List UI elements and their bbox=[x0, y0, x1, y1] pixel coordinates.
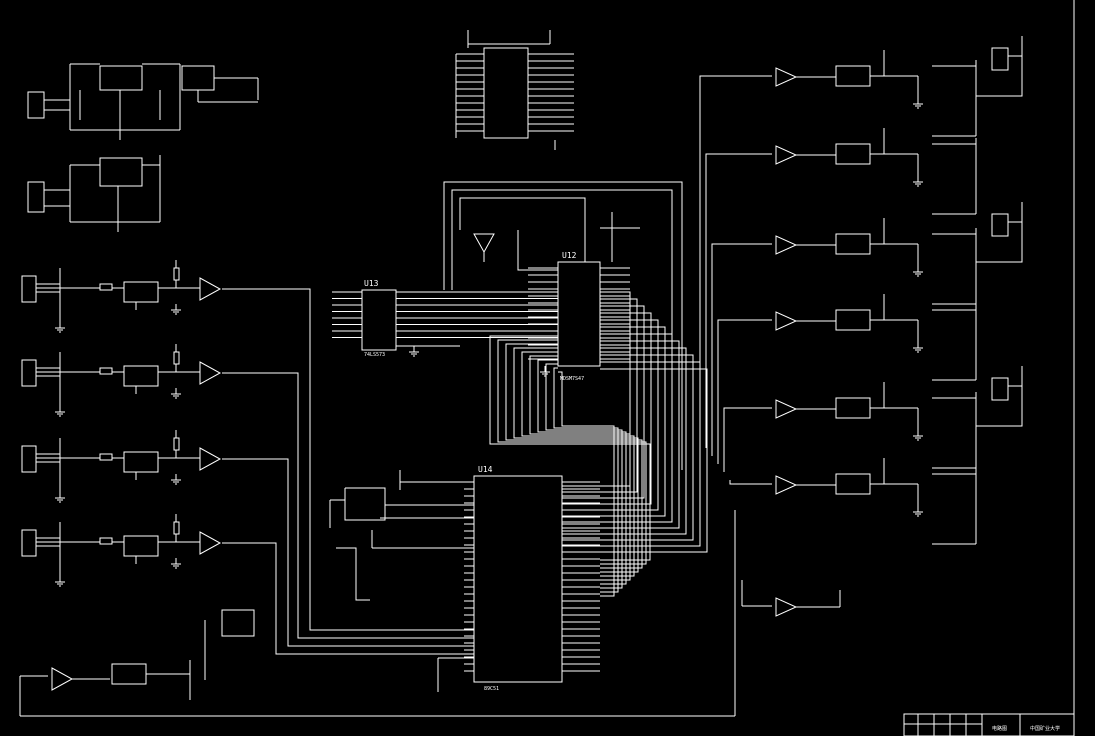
bus-line bbox=[562, 298, 638, 493]
u13-ref: U13 bbox=[364, 279, 379, 288]
bus-line bbox=[562, 368, 708, 553]
bus-line bbox=[529, 355, 631, 581]
wire bbox=[240, 372, 474, 639]
bus-wiring bbox=[240, 288, 708, 655]
relay-output-channel bbox=[19, 510, 736, 717]
output-channel-1 bbox=[699, 50, 977, 440]
u13-part: 74LS573 bbox=[364, 352, 385, 358]
inverter-icon bbox=[199, 277, 222, 301]
bus-line bbox=[553, 367, 619, 593]
connector bbox=[21, 445, 37, 473]
power-supply-1 bbox=[27, 63, 259, 140]
bus-line bbox=[521, 351, 635, 577]
optocoupler bbox=[123, 535, 159, 557]
u12-decoder: U12 MDSM7S47 bbox=[443, 181, 683, 470]
bus-line bbox=[558, 371, 615, 597]
actuator-2 bbox=[976, 202, 1023, 263]
optocoupler bbox=[835, 473, 871, 495]
title-drawing-name: 电路图 bbox=[992, 725, 1007, 732]
output-channel-2 bbox=[705, 128, 977, 448]
inverter-icon bbox=[199, 531, 222, 555]
bus-line bbox=[562, 340, 680, 529]
output-channel-buzzer bbox=[741, 580, 841, 617]
inverter-icon bbox=[199, 447, 222, 471]
resistor bbox=[173, 351, 180, 365]
inverter-icon bbox=[775, 399, 798, 419]
resistor bbox=[99, 283, 113, 291]
bus-line bbox=[562, 361, 701, 547]
resistor bbox=[99, 537, 113, 545]
eeprom-chip bbox=[467, 30, 556, 150]
optocoupler bbox=[835, 65, 871, 87]
resistor bbox=[99, 367, 113, 375]
resistor bbox=[99, 453, 113, 461]
optocoupler bbox=[835, 143, 871, 165]
connector bbox=[21, 275, 37, 303]
inverter-icon bbox=[775, 145, 798, 165]
output-channels bbox=[699, 36, 1023, 545]
inverter-icon bbox=[775, 475, 798, 495]
optocoupler bbox=[123, 365, 159, 387]
bus-line bbox=[562, 347, 687, 535]
wire bbox=[240, 288, 474, 631]
optocoupler bbox=[123, 451, 159, 473]
actuator-box bbox=[991, 47, 1009, 71]
bus-line bbox=[562, 312, 652, 505]
connector bbox=[21, 359, 37, 387]
u14-ref: U14 bbox=[478, 465, 493, 474]
bus-line bbox=[513, 347, 639, 573]
input-channels bbox=[21, 260, 240, 587]
resistor bbox=[173, 267, 180, 281]
actuator-box bbox=[991, 213, 1009, 237]
u14-part: 89C51 bbox=[484, 686, 499, 692]
inverter-icon bbox=[775, 235, 798, 255]
inverter-icon bbox=[775, 311, 798, 331]
u12-ref: U12 bbox=[562, 251, 577, 260]
actuator-box bbox=[991, 377, 1009, 401]
input-channel-3 bbox=[21, 430, 240, 503]
input-channel-4 bbox=[21, 514, 240, 587]
u12-part: MDSM7S47 bbox=[560, 376, 584, 382]
optocoupler bbox=[835, 397, 871, 419]
actuator-3 bbox=[976, 366, 1023, 427]
resistor bbox=[173, 521, 180, 535]
bus-line bbox=[562, 305, 645, 499]
inverter-icon bbox=[775, 67, 798, 87]
bus-line bbox=[505, 343, 643, 569]
optocoupler bbox=[835, 233, 871, 255]
title-block: 电路图 中国矿业大学 bbox=[903, 713, 1075, 736]
inverter-icon bbox=[199, 361, 222, 385]
u14-mcu: U14 89C51 bbox=[329, 465, 563, 692]
connector bbox=[21, 529, 37, 557]
bus-line bbox=[562, 333, 673, 523]
wire bbox=[240, 458, 474, 647]
bus-line bbox=[562, 326, 666, 517]
optocoupler bbox=[835, 309, 871, 331]
power-supply-2 bbox=[27, 155, 161, 232]
u13-latch: U13 74LS573 bbox=[361, 279, 397, 358]
output-channel-6 bbox=[729, 458, 977, 545]
bus-line bbox=[562, 291, 631, 487]
title-school: 中国矿业大学 bbox=[1030, 725, 1060, 732]
bus-line bbox=[562, 354, 694, 541]
input-channel-2 bbox=[21, 344, 240, 417]
resistor bbox=[173, 437, 180, 451]
output-channel-3 bbox=[711, 218, 977, 456]
actuator-1 bbox=[976, 36, 1023, 97]
output-channel-4 bbox=[717, 294, 977, 464]
wire bbox=[240, 542, 474, 655]
optocoupler bbox=[123, 281, 159, 303]
bus-line bbox=[562, 319, 659, 511]
output-channel-5 bbox=[723, 382, 977, 472]
input-channel-1 bbox=[21, 260, 240, 333]
